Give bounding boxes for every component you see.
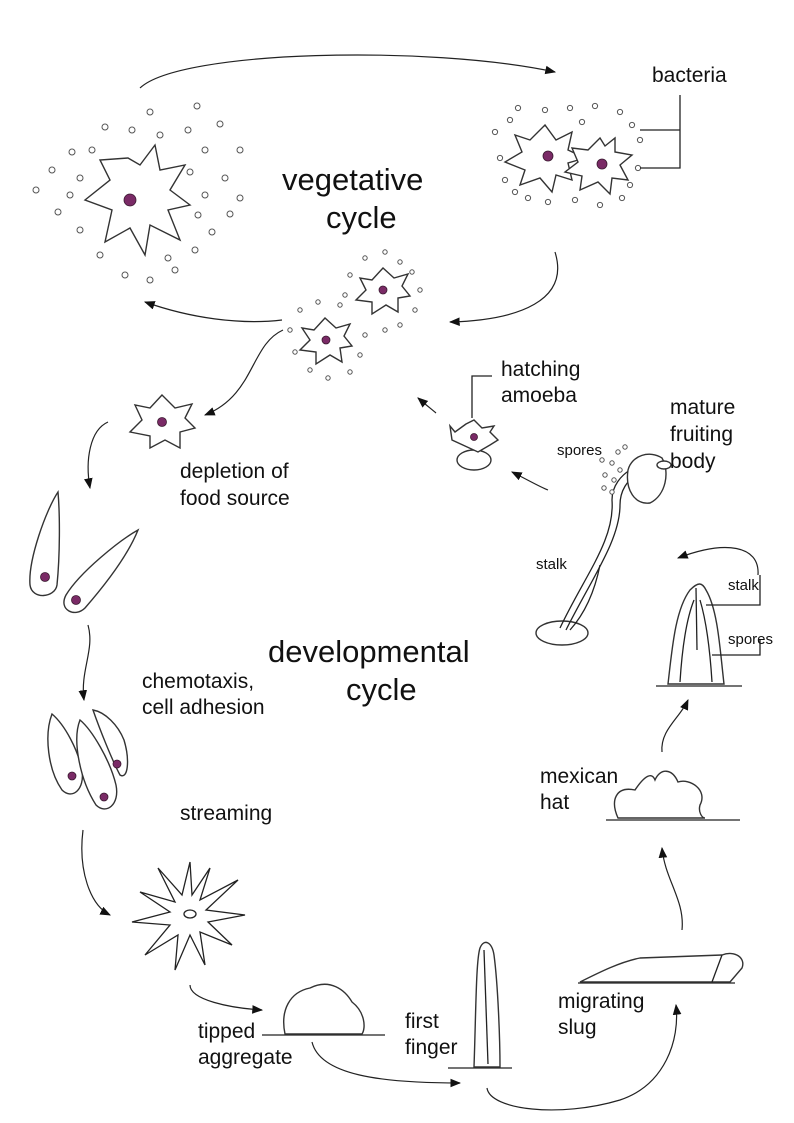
center-amoebae-pair [287,249,423,381]
vegetative-title-line1: vegetative [282,162,423,197]
depletion-label-line2: food source [180,487,290,510]
arrow-to-top-left [143,301,283,323]
mexican-hat-label-line2: hat [540,791,569,814]
vegetative-title-line2: cycle [326,200,397,235]
tipped-aggregate-shape [262,983,385,1036]
stalk-label: stalk [536,556,567,573]
aggregate-star [131,861,246,971]
large-amoeba-with-bacteria [32,102,244,284]
bacteria-label: bacteria [652,64,727,87]
arrow-elongated-to-stream [78,624,91,702]
arrow-hatching-to-vegetative [417,397,437,414]
mexican-hat-shape [606,770,740,821]
arrow-aggregate-to-tipped [189,984,264,1014]
developmental-title-line1: developmental [268,634,470,669]
arrow-mature-to-spore [511,471,549,491]
hatching-amoeba-shape [448,375,500,471]
tipped-aggregate-label-line1: tipped [198,1020,255,1043]
culminant-shape [656,575,761,687]
arrow-culminant-to-mature [676,546,759,576]
arrow-hat-to-culminant [661,699,689,753]
starving-amoeba [128,393,197,450]
spores-label: spores [557,442,602,459]
elongated-cells [29,489,140,613]
arrow-tipped-to-finger [311,1041,462,1088]
first-finger-label-line2: finger [405,1036,458,1059]
bacteria-pointer-lines [640,95,681,169]
mature-fruiting-body-label-line1: mature [670,396,735,419]
arrow-right-down [448,251,559,327]
mature-fruiting-body-shape [535,444,672,646]
depletion-label-line1: depletion of [180,460,289,483]
first-finger-shape [448,941,512,1069]
cycle-arrows [78,54,759,1111]
mature-fruiting-body-label-line2: fruiting [670,423,733,446]
migrating-slug-label-line1: migrating [558,990,644,1013]
arrow-finger-to-slug [486,1003,682,1111]
arrow-top [139,54,557,89]
culminant-spores-label: spores [728,631,773,648]
developmental-title-line2: cycle [346,672,417,707]
mexican-hat-label-line1: mexican [540,765,618,788]
streaming-label: streaming [180,802,272,825]
arrow-to-depleted-cell [203,329,284,416]
arrow-stream-to-aggregate [81,829,111,916]
tipped-aggregate-label-line2: aggregate [198,1046,293,1069]
chemotaxis-label-line2: cell adhesion [142,696,265,719]
mature-fruiting-body-label-line3: body [670,450,716,473]
hatching-amoeba-label-line1: hatching [501,358,580,381]
streaming-cells [47,709,129,810]
hatching-amoeba-label-line2: amoeba [501,384,577,407]
culminant-stalk-label: stalk [728,577,759,594]
arrow-slug-to-hat [658,846,683,931]
first-finger-label-line1: first [405,1010,439,1033]
dividing-amoebae-with-bacteria [491,95,681,209]
migrating-slug-label-line2: slug [558,1016,597,1039]
chemotaxis-label-line1: chemotaxis, [142,670,254,693]
arrow-depleted-to-elongated [84,421,109,490]
migrating-slug-shape [578,952,744,984]
